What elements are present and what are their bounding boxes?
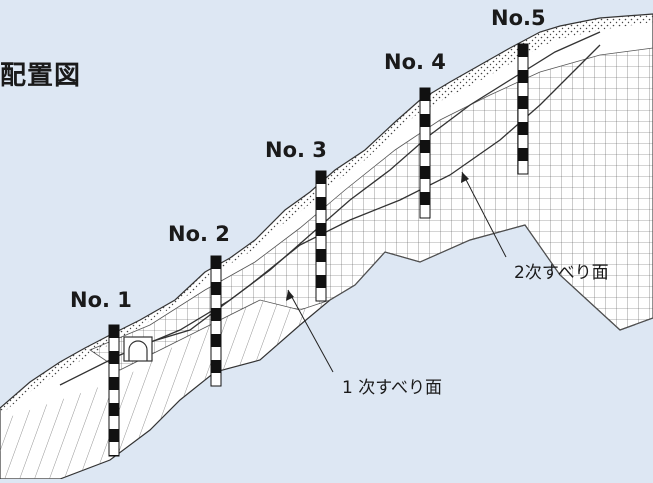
primary-slip-label: 1 次すべり面 (342, 378, 443, 398)
borehole-label-no1: No. 1 (70, 288, 132, 312)
borehole-casing-segment (316, 275, 326, 288)
borehole-casing-segment (316, 171, 326, 184)
borehole-label-no4: No. 4 (384, 50, 446, 74)
borehole-casing-segment (518, 44, 528, 57)
borehole-casing-segment (109, 455, 119, 456)
secondary-slip-label: 2次すべり面 (514, 263, 609, 283)
page-title: 配置図 (0, 61, 82, 91)
borehole-casing-segment (211, 360, 221, 373)
borehole-casing-segment (109, 377, 119, 390)
borehole-casing-segment (109, 351, 119, 364)
borehole-casing-segment (316, 249, 326, 262)
borehole-casing-segment (420, 140, 430, 153)
borehole-casing-segment (518, 148, 528, 161)
borehole-label-no3: No. 3 (265, 138, 327, 162)
borehole-label-no5: No.5 (491, 6, 546, 30)
borehole-casing-segment (518, 122, 528, 135)
borehole-no3 (315, 170, 327, 302)
borehole-label-no2: No. 2 (168, 222, 230, 246)
landslide-body-zone (89, 47, 653, 371)
borehole-casing-segment (316, 197, 326, 210)
borehole-casing-segment (420, 192, 430, 205)
secondary-slip-arrow (461, 171, 507, 258)
borehole-casing-segment (109, 403, 119, 416)
borehole-casing-segment (109, 429, 119, 442)
borehole-casing-segment (109, 325, 119, 338)
borehole-casing-segment (211, 282, 221, 295)
borehole-no4 (419, 87, 431, 219)
borehole-casing-segment (211, 256, 221, 269)
culvert-icon (123, 336, 153, 362)
borehole-no5 (517, 43, 529, 175)
secondary-slip-surface (129, 44, 601, 349)
primary-slip-arrow (286, 289, 334, 373)
bedrock-zone (0, 300, 330, 479)
primary-slip-surface (59, 31, 601, 386)
borehole-no2 (210, 255, 222, 387)
borehole-casing-segment (420, 114, 430, 127)
borehole-casing-segment (518, 70, 528, 83)
borehole-casing-segment (211, 308, 221, 321)
borehole-casing-segment (211, 334, 221, 347)
borehole-casing-segment (420, 88, 430, 101)
borehole-casing-segment (420, 166, 430, 179)
borehole-casing-segment (316, 223, 326, 236)
borehole-no1 (108, 324, 120, 457)
borehole-casing-segment (518, 96, 528, 109)
